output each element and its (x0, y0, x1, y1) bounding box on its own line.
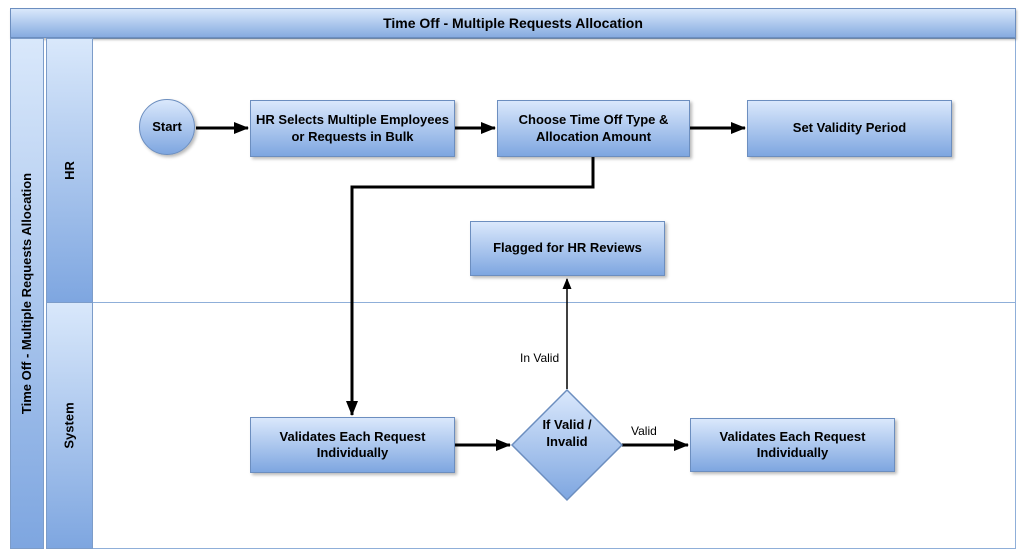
task-choose-type-label: Choose Time Off Type & Allocation Amount (518, 112, 669, 144)
task-set-validity-label: Set Validity Period (792, 120, 907, 136)
task-set-validity[interactable]: Set Validity Period (747, 100, 952, 157)
task-validate-each-valid-label: Validates Each Request Individually (719, 428, 866, 460)
task-validate-each[interactable]: Validates Each Request Individually (250, 417, 455, 473)
edge-choose-to-validate (346, 157, 595, 416)
start-event[interactable]: Start (139, 99, 195, 155)
lane-label-system: System (46, 302, 93, 549)
lane-divider-line (92, 302, 1016, 303)
task-flagged-review[interactable]: Flagged for HR Reviews (470, 221, 665, 276)
decision-gateway[interactable] (508, 386, 626, 504)
pool-title-bar: Time Off - Multiple Requests Allocation (10, 8, 1016, 38)
task-flagged-review-label: Flagged for HR Reviews (493, 240, 642, 256)
task-validate-each-valid[interactable]: Validates Each Request Individually (690, 418, 895, 472)
task-choose-type[interactable]: Choose Time Off Type & Allocation Amount (497, 100, 690, 157)
edge-label-valid: Valid (629, 424, 659, 438)
task-validate-each-label: Validates Each Request Individually (279, 428, 426, 460)
start-label: Start (152, 118, 182, 134)
task-select-bulk[interactable]: HR Selects Multiple Employees or Request… (250, 100, 455, 157)
lane-label-hr: HR (46, 38, 93, 303)
decision-label: If Valid / Invalid (542, 417, 592, 449)
pool-vertical-label-band: Time Off - Multiple Requests Allocation (10, 38, 44, 549)
task-select-bulk-label: HR Selects Multiple Employees or Request… (256, 112, 449, 144)
edge-label-invalid: In Valid (518, 351, 562, 365)
pool-title: Time Off - Multiple Requests Allocation (383, 15, 643, 31)
